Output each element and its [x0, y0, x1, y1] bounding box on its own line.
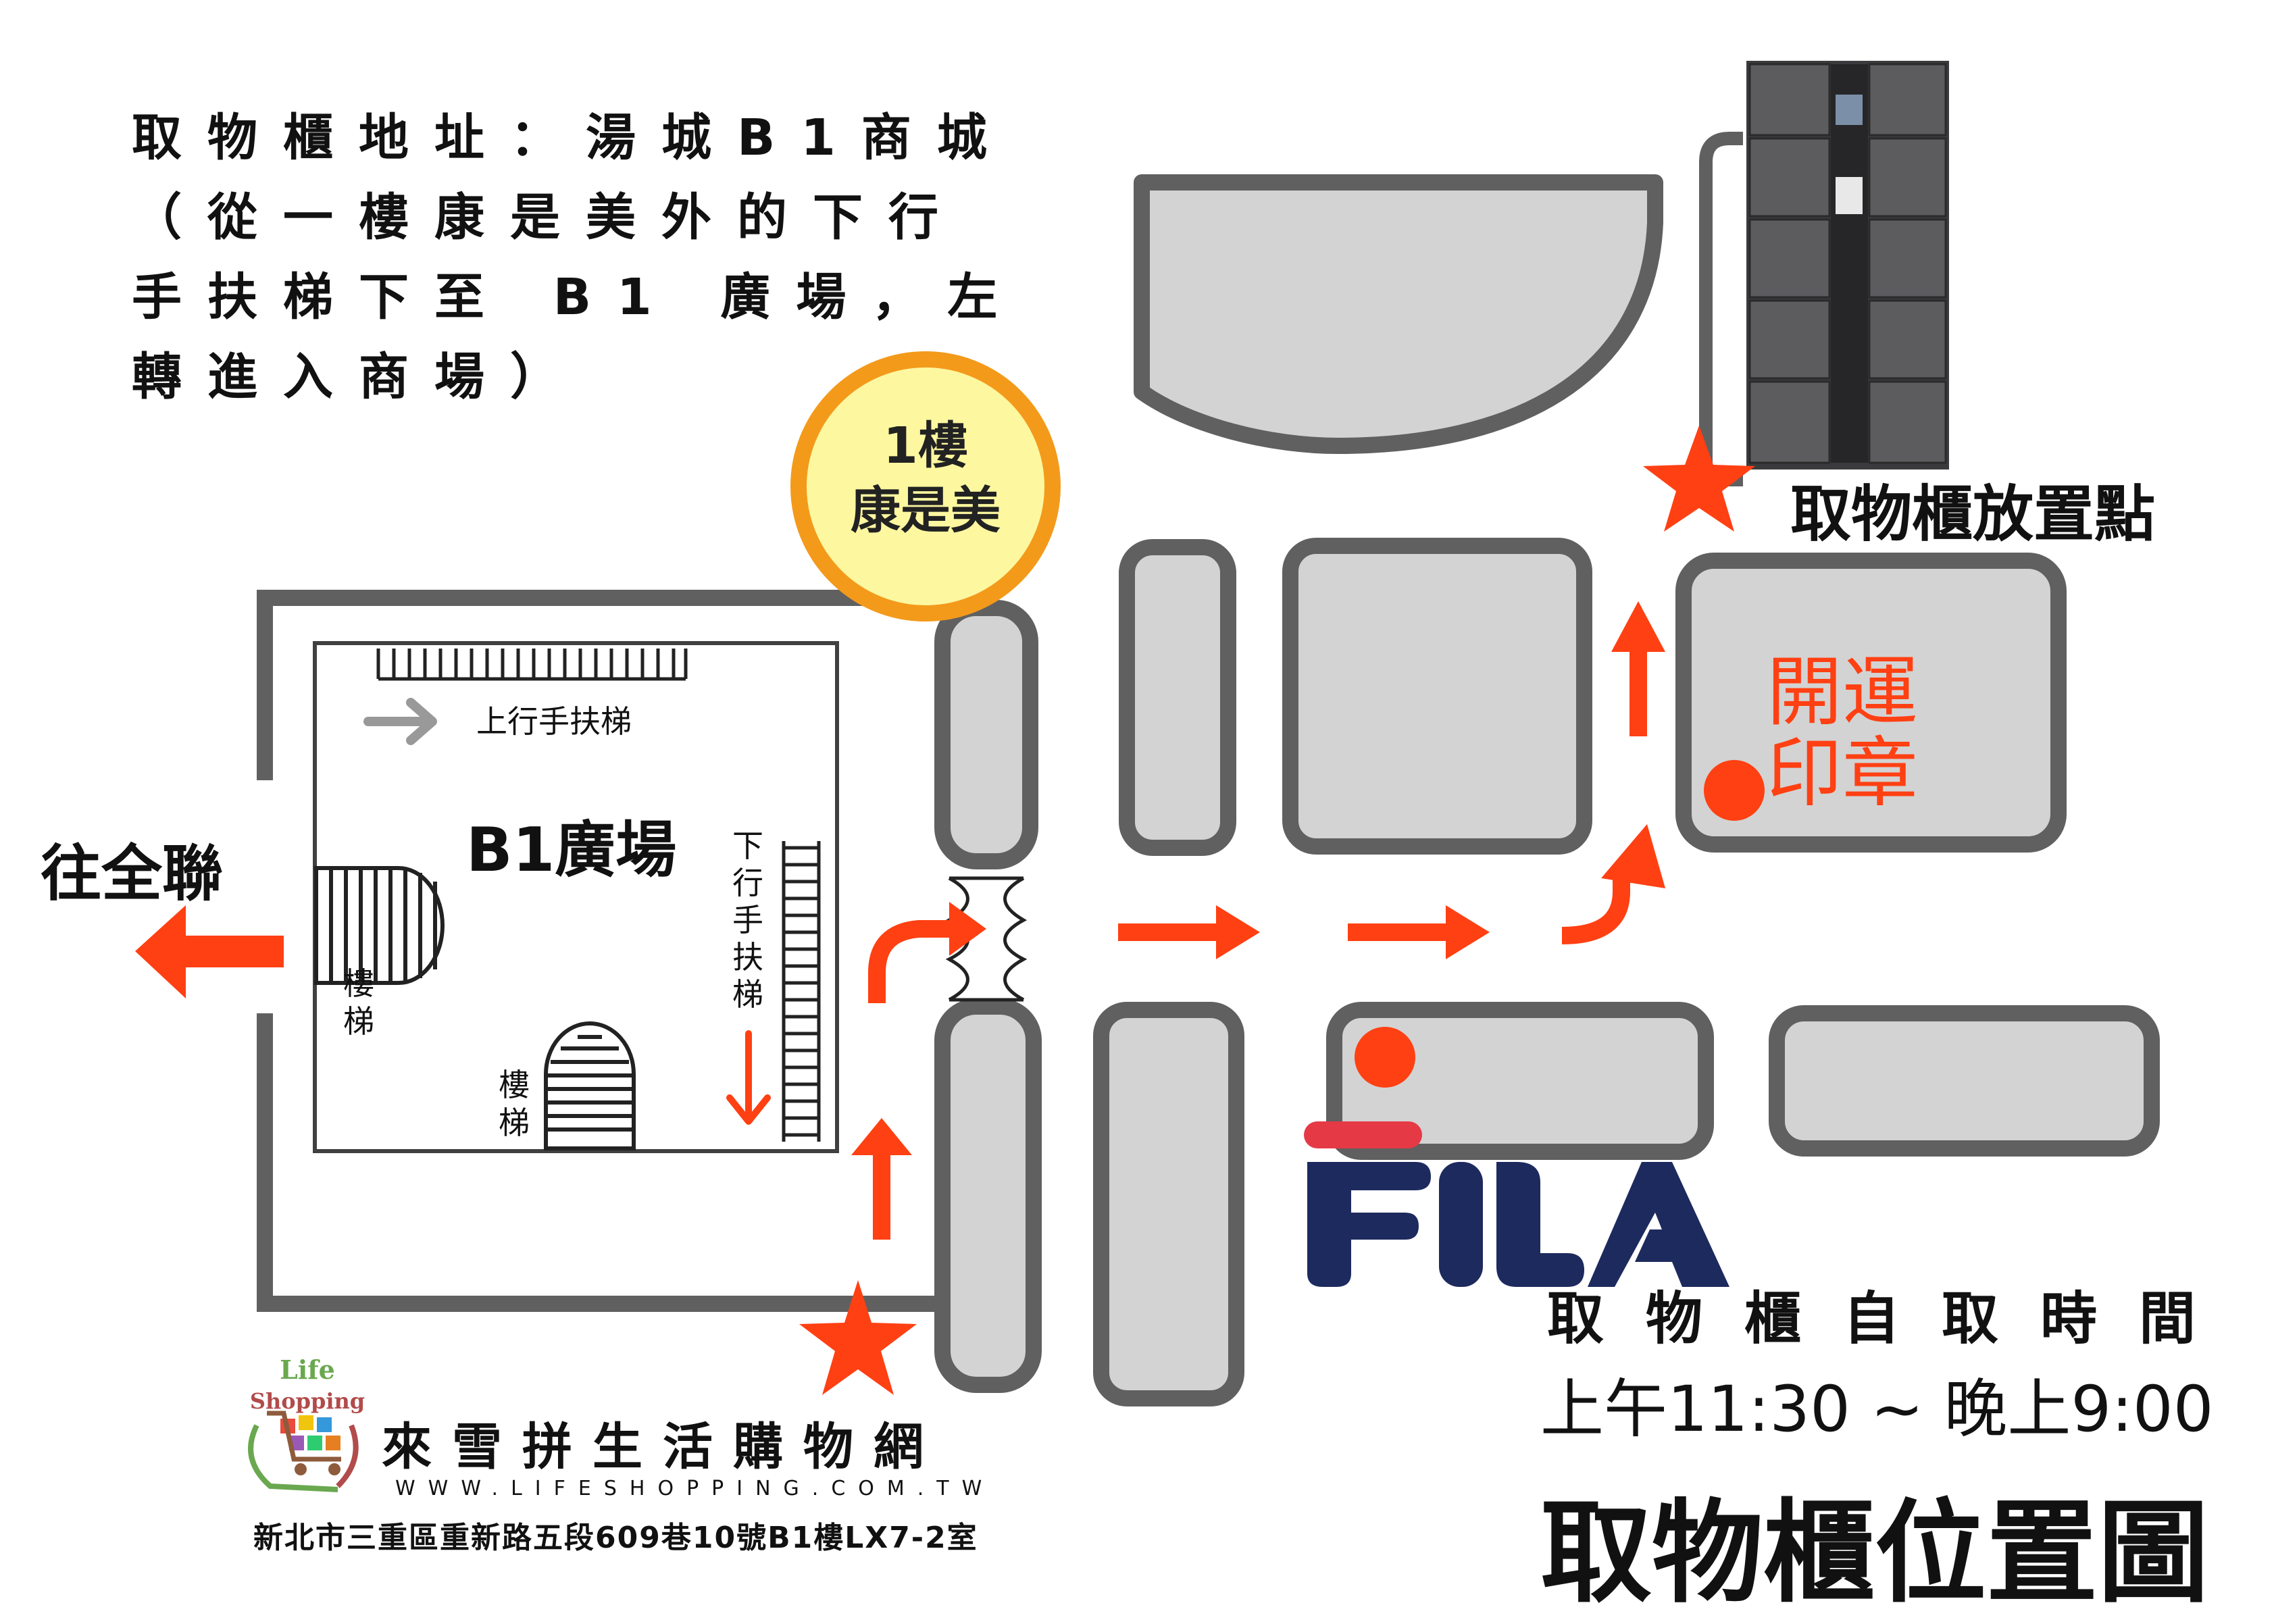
directions-line-2: （從一樓康是美外的下行 — [132, 188, 964, 247]
door-pillar-bottom — [934, 998, 1042, 1393]
directions-line-3: 手扶梯下至 B1 廣場，左 — [132, 268, 1024, 326]
down-escalator-char: 下 — [732, 828, 763, 864]
top-curved-block — [1134, 174, 1663, 454]
up-escalator-icon — [376, 649, 688, 681]
block-square-top — [1282, 538, 1592, 855]
cosmed-circle — [790, 351, 1061, 621]
cosmed-floor: 1樓 — [883, 417, 968, 475]
locker-frame — [1699, 132, 1743, 486]
locker-photo — [1746, 61, 1949, 470]
stairs-char: 樓 — [499, 1067, 530, 1103]
stamp-shop-line1: 開運 — [1767, 649, 1918, 736]
down-escalator-char: 行 — [732, 865, 763, 901]
directions-line-1: 取物櫃地址：湯城B1商城 — [132, 109, 1013, 167]
stamp-shop-dot-icon — [1704, 760, 1765, 821]
block-fila-shop — [1326, 1002, 1714, 1160]
locker-location-label: 取物櫃放置點 — [1790, 479, 2155, 550]
brand-address: 新北市三重區重新路五段609巷10號B1樓LX7-2室 — [253, 1521, 978, 1555]
stamp-shop-line2: 印章 — [1767, 730, 1918, 817]
up-escalator-arrow-icon — [363, 698, 437, 745]
block-narrow-bottom — [1093, 1002, 1244, 1406]
down-escalator-char: 梯 — [732, 976, 763, 1013]
stairs-char: 梯 — [499, 1105, 530, 1141]
block-narrow-top — [1119, 539, 1236, 856]
brand-url[interactable]: WWW.LIFESHOPPING.COM.TW — [395, 1477, 995, 1500]
brand-name: 來雪拼生活購物網 — [382, 1418, 944, 1476]
block-right-bottom — [1769, 1005, 2160, 1157]
left-building-wall-bottom — [257, 1013, 946, 1312]
locker-star-icon — [1643, 426, 1755, 532]
stairs-char: 梯 — [343, 1003, 374, 1040]
fila-shop-dot-icon — [1355, 1027, 1415, 1088]
bottom-stairs-icon — [544, 1021, 636, 1150]
life-shopping-logo-icon — [248, 1411, 359, 1492]
directions-block: 取物櫃地址：湯城B1商城 （從一樓康是美外的下行 手扶梯下至 B1 廣場，左 轉… — [132, 98, 1023, 417]
left-exit-label: 往全聯 — [41, 838, 223, 909]
down-escalator-label: 下 行 手 扶 梯 — [731, 828, 765, 1013]
down-escalator-char: 手 — [732, 902, 763, 938]
down-escalator-icon — [782, 841, 821, 1142]
hours-time: 上午11:30 ~ 晚上9:00 — [1540, 1373, 2214, 1446]
cosmed-name: 康是美 — [851, 482, 1001, 540]
left-building-wall — [257, 590, 946, 780]
bottom-stairs-label: 樓 梯 — [499, 1066, 530, 1142]
down-escalator-char: 扶 — [732, 939, 763, 975]
hours-title: 取物櫃自取時間 — [1547, 1286, 2238, 1352]
directions-line-4: 轉進入商場） — [132, 348, 586, 406]
main-title: 取物櫃位置圖 — [1540, 1488, 2209, 1618]
left-stairs-label: 樓 梯 — [343, 965, 374, 1040]
stamp-shop-label: 開運 印章 — [1767, 652, 1918, 814]
route-arrows — [851, 601, 1665, 1240]
door-pillar-top — [934, 600, 1038, 869]
left-arrow-icon — [135, 905, 284, 998]
down-escalator-arrow-icon — [726, 1030, 771, 1125]
brand-logo-bottom: Shopping — [249, 1388, 365, 1414]
plaza-title: B1廣場 — [466, 815, 677, 886]
brand-logo-top: Life — [280, 1354, 335, 1385]
entrance-star-icon — [799, 1280, 917, 1395]
fila-logo-icon — [1304, 1121, 1729, 1287]
block-lucky-stamp-shop — [1675, 553, 2067, 853]
brand-logo-text: Life Shopping — [240, 1354, 375, 1417]
cosmed-label: 1樓 康是美 — [804, 413, 1047, 543]
stairs-char: 樓 — [343, 965, 374, 1002]
up-escalator-label: 上行手扶梯 — [476, 703, 632, 740]
left-stairs-icon — [314, 866, 445, 985]
